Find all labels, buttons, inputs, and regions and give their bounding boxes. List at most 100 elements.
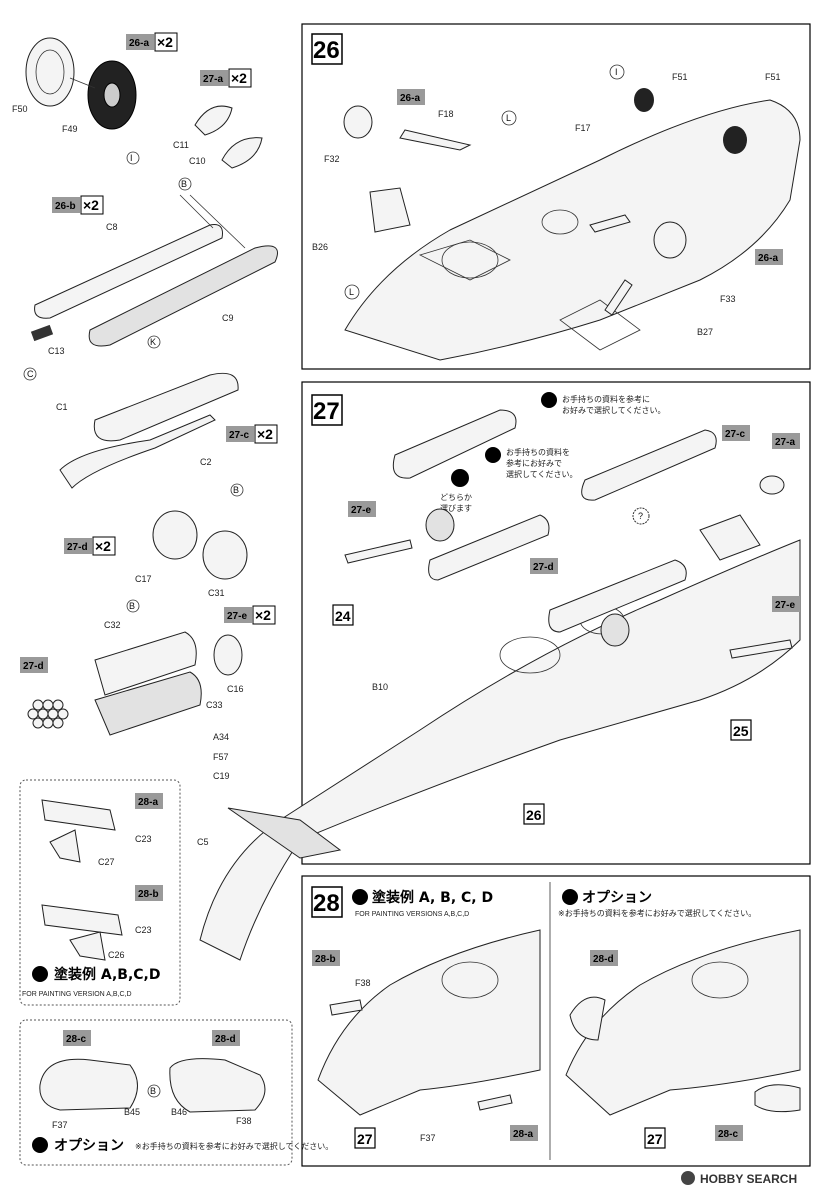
tag-26a-ref-1: 26-a xyxy=(400,93,420,104)
part-label-c1: C1 xyxy=(56,402,68,412)
painting-subheading-left: FOR PAINTING VERSION A,B,C,D xyxy=(22,991,132,998)
choose-note-2-line3: 選択してください。 xyxy=(506,469,578,479)
helicopter-fuselage-28-left xyxy=(317,929,541,1116)
ref-circle-l-2: L xyxy=(349,287,354,297)
qty-27c: ×2 xyxy=(257,426,273,442)
painting-subheading-28: FOR PAINTING VERSIONS A,B,C,D xyxy=(355,911,469,918)
part-label-f32: F32 xyxy=(324,154,340,164)
painting-heading-28: 塗装例 A, B, C, D xyxy=(372,889,493,906)
part-label-c13: C13 xyxy=(48,346,65,356)
ref-box-24: 24 xyxy=(335,608,351,624)
part-label-f57: F57 xyxy=(213,752,229,762)
tag-27c: 27-c xyxy=(229,430,249,441)
helicopter-fuselage-27 xyxy=(199,514,801,961)
ref-circle-b-3: B xyxy=(129,601,135,611)
part-label-f18: F18 xyxy=(438,109,454,119)
part-label-f38-28: F38 xyxy=(355,978,371,988)
part-label-b10: B10 xyxy=(372,682,388,692)
part-label-f17: F17 xyxy=(575,123,591,133)
step-27-panel xyxy=(301,381,811,865)
qty-27d: ×2 xyxy=(95,538,111,554)
tag-27d-ref-2: 27-d xyxy=(533,562,554,573)
either-note-line2: 選びます xyxy=(440,503,472,513)
helicopter-fuselage-28-right xyxy=(565,929,801,1116)
tag-28d-ref: 28-d xyxy=(593,954,614,965)
painting-heading-left: 塗装例 A,B,C,D xyxy=(54,966,161,983)
step-26-number: 26 xyxy=(313,37,340,64)
choose-note-2-line2: 参考にお好みで xyxy=(506,458,562,468)
part-label-c31: C31 xyxy=(208,588,225,598)
part-label-c17: C17 xyxy=(135,574,152,584)
tag-27c-ref: 27-c xyxy=(725,429,745,440)
part-label-a34: A34 xyxy=(213,732,229,742)
tag-27a: 27-a xyxy=(203,74,223,85)
step-26-panel xyxy=(301,23,811,370)
part-label-c16: C16 xyxy=(227,684,244,694)
wheel-parts-26a xyxy=(25,37,137,130)
qty-27e: ×2 xyxy=(255,607,271,623)
ref-circle-k: K xyxy=(150,337,156,347)
part-label-b26: B26 xyxy=(312,242,328,252)
part-label-c23-1: C23 xyxy=(135,834,152,844)
qty-27a: ×2 xyxy=(231,70,247,86)
gun-pod-parts-27e xyxy=(27,631,243,736)
ref-box-27-right: 27 xyxy=(647,1131,663,1147)
ref-box-25: 25 xyxy=(733,723,749,739)
tag-27e-ref-1: 27-e xyxy=(351,505,371,516)
ref-circle-b-2: B xyxy=(233,485,239,495)
step-28-number: 28 xyxy=(313,890,340,917)
part-label-f33: F33 xyxy=(720,294,736,304)
tag-27d-ref: 27-d xyxy=(23,661,44,672)
part-label-b27: B27 xyxy=(697,327,713,337)
tag-28b-ref: 28-b xyxy=(315,954,336,965)
tag-26b: 26-b xyxy=(55,201,76,212)
part-label-c5: C5 xyxy=(197,837,209,847)
tag-26a-ref-2: 26-a xyxy=(758,253,778,264)
tag-26a-bg xyxy=(126,34,154,50)
part-label-c33: C33 xyxy=(206,700,223,710)
ref-circle-i-26: I xyxy=(615,67,618,77)
tag-26a: 26-a xyxy=(129,38,149,49)
ref-circle-b-4: B xyxy=(150,1086,156,1096)
part-label-b46: B46 xyxy=(171,1107,187,1117)
helicopter-fuselage-26 xyxy=(344,99,801,361)
part-label-c27: C27 xyxy=(98,857,115,867)
part-label-f51-2: F51 xyxy=(765,72,781,82)
option-note-left: ※お手持ちの資料を参考にお好みで選択してください。 xyxy=(135,1141,333,1151)
question-mark: ? xyxy=(638,511,643,521)
ref-circle-c: C xyxy=(27,369,34,379)
tag-28a: 28-a xyxy=(138,797,158,808)
part-label-c19: C19 xyxy=(213,771,230,781)
fuel-tank-parts xyxy=(34,194,278,347)
step-28-panel xyxy=(301,875,811,1167)
rocket-pod-parts-27d xyxy=(152,510,248,580)
tag-28b: 28-b xyxy=(138,889,159,900)
part-label-f49: F49 xyxy=(62,124,78,134)
option-heading-28: オプション xyxy=(582,890,652,906)
part-label-c23-2: C23 xyxy=(135,925,152,935)
part-label-f37-left: F37 xyxy=(52,1120,68,1130)
choose-note-1-line1: お手持ちの資料を参考に xyxy=(562,394,650,404)
tag-28d: 28-d xyxy=(215,1034,236,1045)
part-label-c11: C11 xyxy=(173,140,189,150)
either-note-line1: どちらか xyxy=(440,493,472,502)
option-heading-left: オプション xyxy=(54,1138,124,1154)
option-box-left xyxy=(19,1019,293,1166)
part-label-c10: C10 xyxy=(189,156,206,166)
part-label-c32: C32 xyxy=(104,620,121,630)
choose-note-2-line1: お手持ちの資料を xyxy=(506,447,570,457)
landing-gear-parts-26 xyxy=(343,88,747,316)
qty-26b: ×2 xyxy=(83,197,99,213)
missile-parts-27c xyxy=(59,372,239,489)
part-label-c9: C9 xyxy=(222,313,234,323)
tag-27a-ref: 27-a xyxy=(775,437,795,448)
part-label-c26: C26 xyxy=(108,950,125,960)
tag-28c-ref: 28-c xyxy=(718,1129,738,1140)
tag-28a-ref: 28-a xyxy=(513,1129,533,1140)
part-label-c8: C8 xyxy=(106,222,118,232)
watermark: HOBBY SEARCH xyxy=(700,1172,797,1186)
part-label-b45: B45 xyxy=(124,1107,140,1117)
part-label-f50: F50 xyxy=(12,104,28,114)
tag-27e-ref-2: 27-e xyxy=(775,600,795,611)
